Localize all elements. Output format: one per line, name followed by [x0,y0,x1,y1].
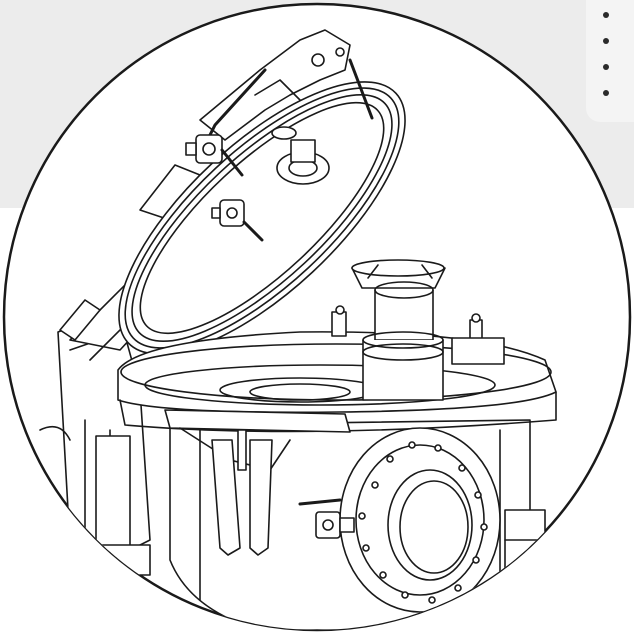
side-ball-valve [298,498,355,539]
rim-posts [331,305,505,365]
clamp-jaws [211,429,273,556]
lid-handle [199,29,374,147]
bullet-point [603,12,609,18]
lid-flange-port [271,126,330,185]
outlet-flange [339,427,501,613]
flange-bolts [358,441,488,604]
bullet-point [603,38,609,44]
right-base [504,509,546,630]
bullet-card [586,0,634,122]
bullet-point [603,64,609,70]
open-lid [118,81,406,355]
lid-valve-upper [185,134,244,177]
bullet-list [603,12,609,116]
center-column [351,259,446,401]
lid-valve-lower [211,199,264,242]
bullet-point [603,90,609,96]
